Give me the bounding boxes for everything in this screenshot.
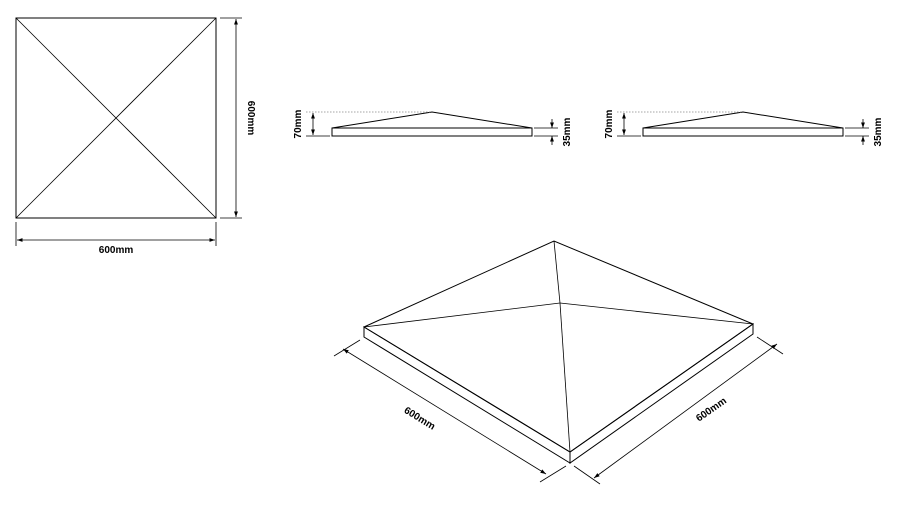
iso-left-ext-2 [539,465,567,483]
plan-height-label: 600mm [245,101,256,136]
side-right-total-label: 70mm [604,109,615,138]
iso-right-dim-label: 600mm [694,395,729,424]
iso-ridge-back [553,240,561,304]
iso-ridge-left [363,302,561,328]
iso-right-dimension-line [593,343,778,479]
iso-ridge-front [559,302,571,453]
side-right-base [642,127,844,137]
side-left-base-label: 35mm [562,117,573,146]
side-right-peak [642,111,844,129]
plan-diagonal-2 [15,17,217,219]
iso-ridge-right [559,302,754,325]
iso-left-dimension-line [342,348,547,475]
iso-right-ext-2 [756,336,784,355]
side-left-total-label: 70mm [293,109,304,138]
iso-left-dim-label: 600mm [402,405,437,432]
iso-right-ext-1 [573,465,601,485]
plan-width-label: 600mm [99,245,134,256]
iso-left-ext-1 [333,339,361,357]
plan-view: 600mm 600mm [15,17,256,256]
side-view-right: 70mm 35mm [604,109,884,146]
isometric-view: 600mm 600mm [333,240,784,485]
iso-front-side-face [569,323,754,464]
plan-outline [15,17,217,219]
side-left-peak [331,111,533,129]
iso-left-side-face [363,326,571,464]
side-left-base [331,127,533,137]
side-right-base-label: 35mm [873,117,884,146]
side-view-left: 70mm 35mm [293,109,573,146]
